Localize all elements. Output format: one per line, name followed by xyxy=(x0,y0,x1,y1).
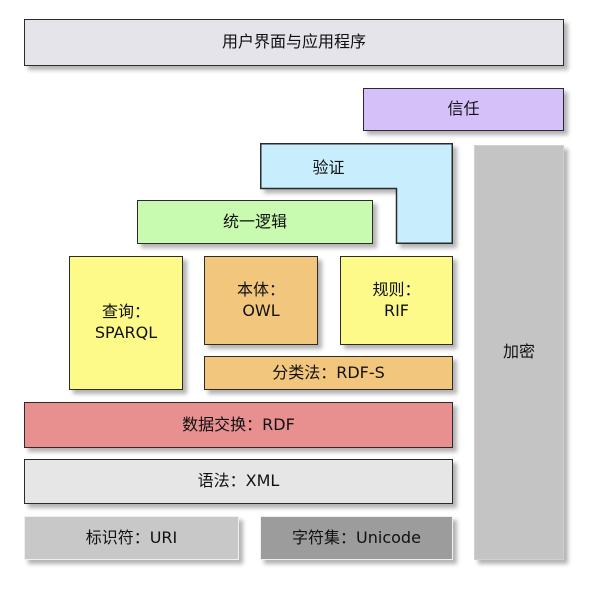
ontology-owl-layer: 本体： OWL xyxy=(204,256,318,345)
rules-rif-label: 规则： RIF xyxy=(372,279,421,320)
identifiers-uri-layer: 标识符：URI xyxy=(24,516,239,560)
syntax-xml-layer: 语法：XML xyxy=(24,459,453,504)
rdf-layer: 数据交换：RDF xyxy=(24,402,453,448)
proof-label: 验证 xyxy=(312,157,345,177)
unifying-logic-layer: 统一逻辑 xyxy=(137,200,373,244)
rdfs-layer: 分类法：RDF-S xyxy=(204,356,453,390)
charset-unicode-layer: 字符集：Unicode xyxy=(260,516,453,560)
query-sparql-layer: 查询： SPARQL xyxy=(69,256,183,390)
proof-layer: 验证 xyxy=(260,143,455,247)
unifying-logic-label: 统一逻辑 xyxy=(222,211,287,231)
trust-layer: 信任 xyxy=(363,88,564,131)
rules-rif-layer: 规则： RIF xyxy=(340,256,453,345)
rdfs-label: 分类法：RDF-S xyxy=(272,362,385,382)
identifiers-uri-label: 标识符：URI xyxy=(85,527,178,547)
ontology-owl-label: 本体： OWL xyxy=(236,279,285,320)
user-interface-label: 用户界面与应用程序 xyxy=(221,32,366,52)
proof-shape xyxy=(260,143,453,244)
query-sparql-label: 查询： SPARQL xyxy=(94,302,158,342)
user-interface-layer: 用户界面与应用程序 xyxy=(24,19,564,66)
trust-label: 信任 xyxy=(447,99,480,119)
rdf-label: 数据交换：RDF xyxy=(182,414,295,434)
charset-unicode-label: 字符集：Unicode xyxy=(292,527,421,547)
crypto-layer: 加密 xyxy=(474,145,564,560)
crypto-label: 加密 xyxy=(502,342,535,362)
syntax-xml-label: 语法：XML xyxy=(197,471,280,491)
